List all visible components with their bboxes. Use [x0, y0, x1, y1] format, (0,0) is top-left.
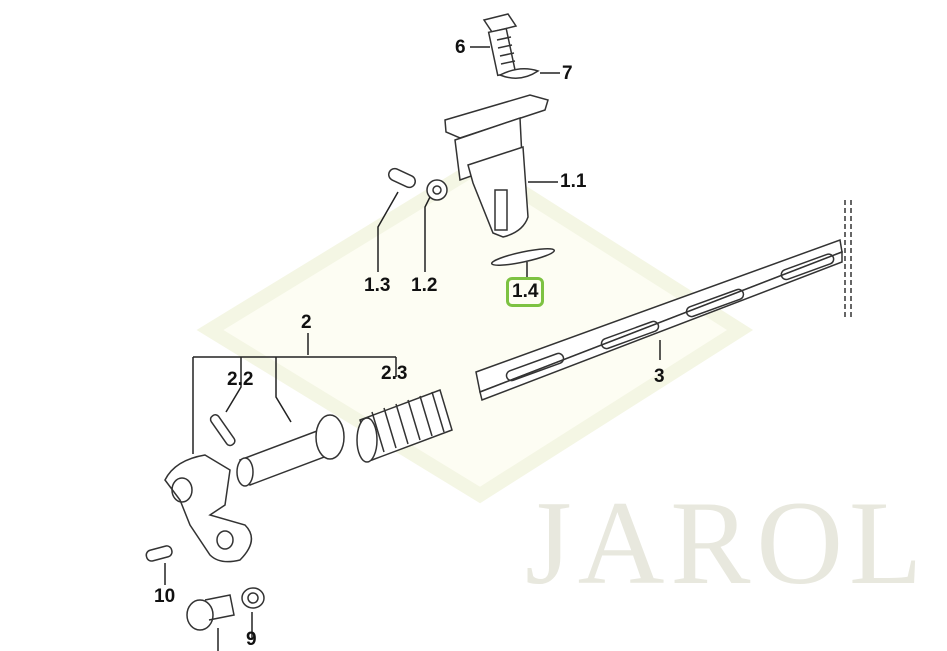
pin-part-2-2 [209, 414, 236, 447]
spring-part-2-3 [356, 389, 453, 463]
callout-1-2[interactable]: 1.2 [411, 275, 438, 296]
bolt-part-6 [482, 13, 518, 77]
key-part-7 [498, 68, 540, 79]
bush-part-1-2 [426, 179, 448, 201]
callout-2-3[interactable]: 2.3 [381, 363, 408, 384]
watermark: JAROL [525, 476, 929, 609]
callout-1-4-highlighted[interactable]: 1.4 [505, 277, 545, 307]
callout-6[interactable]: 6 [455, 37, 466, 58]
callout-2-2[interactable]: 2.2 [227, 369, 254, 390]
washer-part-9 [241, 587, 265, 609]
pin-part-10 [145, 545, 173, 562]
leader-lines [164, 46, 661, 651]
shaft-part-2 [236, 414, 345, 487]
rail-part-3 [475, 238, 843, 402]
callout-2[interactable]: 2 [301, 312, 312, 333]
callout-1-3[interactable]: 1.3 [364, 275, 391, 296]
callout-7[interactable]: 7 [562, 63, 573, 84]
screw-part [186, 594, 235, 631]
pin-part-1-3 [387, 167, 417, 189]
callout-9[interactable]: 9 [246, 629, 257, 650]
callout-10[interactable]: 10 [154, 586, 176, 607]
lever-part [164, 454, 253, 563]
ring-part-1-4 [490, 247, 556, 267]
callout-1-1[interactable]: 1.1 [560, 171, 587, 192]
callout-3[interactable]: 3 [654, 366, 665, 387]
clamp-part-1-1 [444, 94, 549, 238]
